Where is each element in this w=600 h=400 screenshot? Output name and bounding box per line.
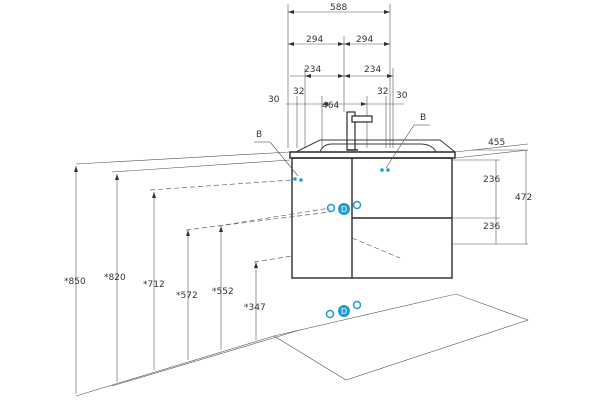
water-point-right-icon xyxy=(352,200,362,210)
label-d-upper: D xyxy=(341,205,347,214)
label-b-left: B xyxy=(256,130,262,140)
dim-hole-right: 234 xyxy=(364,65,381,75)
floor-water-point-left-icon xyxy=(325,309,335,319)
dim-hole-left: 234 xyxy=(304,65,321,75)
dim-edge-left-32: 32 xyxy=(293,87,304,97)
connector-dot-left-2 xyxy=(299,178,303,182)
d-upper-marker: D xyxy=(326,200,362,215)
dim-height-850: *850 xyxy=(64,277,86,287)
connector-dot-left-1 xyxy=(293,177,297,181)
left-height-dimensions: *850 *820 *712 *572 *552 *347 xyxy=(64,151,331,397)
connector-dot-right-1 xyxy=(380,168,384,172)
water-point-left-icon xyxy=(326,203,336,213)
dim-edge-left-30: 30 xyxy=(268,95,280,105)
dim-height-572: *572 xyxy=(176,291,198,301)
dim-edge-right-30: 30 xyxy=(396,91,408,101)
dim-half-right: 294 xyxy=(356,35,373,45)
dim-depth: 455 xyxy=(488,138,505,148)
dim-height-712: *712 xyxy=(143,280,165,290)
countertop-basin xyxy=(289,139,456,159)
connector-dot-right-2 xyxy=(386,168,390,172)
top-dimensions: 588 294 294 234 234 30 32 464 32 30 xyxy=(268,3,408,148)
b-labels: B B xyxy=(254,113,430,182)
dim-drawer-bottom: 236 xyxy=(483,222,500,232)
floor-footprint xyxy=(273,293,529,381)
label-b-right: B xyxy=(420,113,426,123)
right-dimensions: 455 236 236 472 xyxy=(452,138,532,245)
dim-height-347: *347 xyxy=(244,303,266,313)
dim-inner-width: 464 xyxy=(322,101,339,111)
dim-half-left: 294 xyxy=(306,35,323,45)
floor-water-point-right-icon xyxy=(352,300,362,310)
floor-drain-point-icon xyxy=(338,305,350,317)
dim-height-820: *820 xyxy=(104,273,126,283)
d-lower-marker: D xyxy=(325,300,362,319)
faucet xyxy=(346,111,373,151)
dim-drawer-top: 236 xyxy=(483,175,500,185)
dim-total-width: 588 xyxy=(330,3,347,13)
dim-cabinet-height: 472 xyxy=(515,193,532,203)
cabinet xyxy=(291,157,453,279)
dim-height-552: *552 xyxy=(212,287,234,297)
dim-edge-right-32: 32 xyxy=(377,87,388,97)
label-d-lower: D xyxy=(341,307,347,316)
drain-point-icon xyxy=(338,203,350,215)
